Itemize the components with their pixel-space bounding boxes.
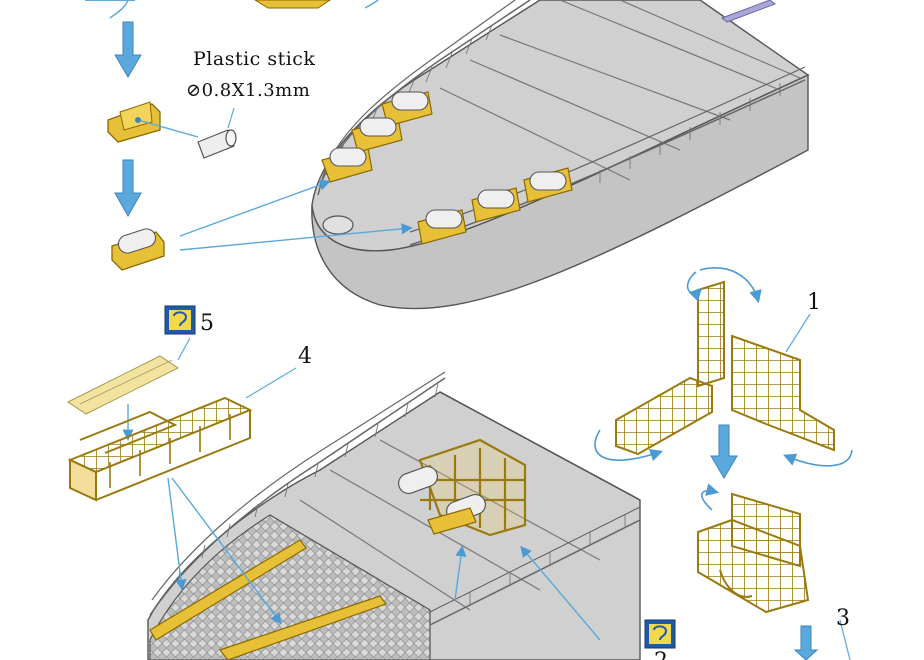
walkway-frame-part xyxy=(67,396,253,502)
down-arrow-icon xyxy=(114,21,142,78)
callout-2: 2 xyxy=(654,649,668,660)
down-arrow-icon xyxy=(710,424,738,479)
callout-5: 5 xyxy=(200,311,214,336)
flat-frame-part xyxy=(615,280,835,456)
walkway-subassembly xyxy=(67,305,297,625)
upper-hull-assembly xyxy=(311,0,810,310)
callout-4: 4 xyxy=(298,344,312,369)
hawse-hole xyxy=(322,215,354,235)
lower-hull-assembly xyxy=(147,371,641,660)
plastic-stick-part xyxy=(197,129,237,159)
callout-1: 1 xyxy=(807,290,821,315)
plastic-stick-title: Plastic stick xyxy=(193,48,316,70)
callout-3: 3 xyxy=(836,606,850,631)
top-left-fragments xyxy=(85,0,379,19)
down-arrow-icon xyxy=(793,625,819,660)
instruction-badge-icon xyxy=(164,305,196,335)
down-arrow-icon xyxy=(114,159,142,218)
walkway-parts-installed xyxy=(149,539,387,660)
plastic-stick-dimension: ⊘0.8X1.3mm xyxy=(186,80,311,101)
pe-strip xyxy=(721,0,776,23)
plastic-stick-steps xyxy=(107,21,413,271)
front-railing xyxy=(149,377,446,616)
rotate-arrow-icon xyxy=(594,267,853,511)
instruction-badge-icon xyxy=(644,619,676,649)
folded-frame-part xyxy=(697,492,810,614)
upper-railing xyxy=(317,0,531,196)
frame-subassembly xyxy=(594,267,853,660)
